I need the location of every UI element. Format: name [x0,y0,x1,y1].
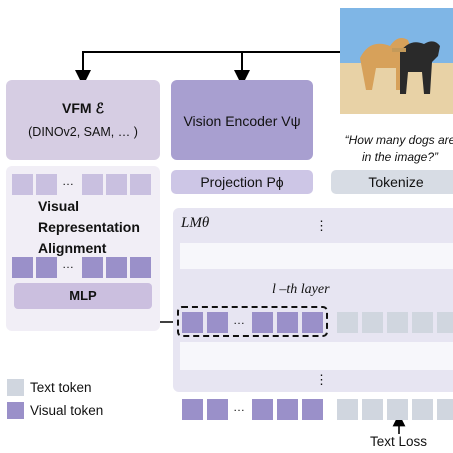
vision-encoder-label: Vision Encoder Vψ [183,113,301,129]
text-token [337,399,358,420]
layer-token-ellipsis: … [233,313,245,327]
text-token [437,312,453,333]
black-dog-shape [400,41,440,94]
legend-visual-token-label: Visual token [30,403,104,418]
visual-token [252,312,273,333]
vfm-box [6,80,160,160]
lm-layer-bar-upper [180,243,453,269]
vfm-token-ellipsis: … [62,174,74,188]
layer-visual-token-highlight [177,306,328,337]
visual-token [207,312,228,333]
vfm-subtitle: (DINOv2, SAM, … ) [28,125,138,139]
visual-token [82,257,103,278]
visual-token [302,312,323,333]
layer-label: l –th layer [272,282,330,297]
visual-token [277,399,298,420]
mlp-token-ellipsis: … [62,257,74,271]
text-token [362,399,383,420]
question-text: “How many dogs are in the image?” [344,133,453,164]
vision-encoder-box [171,80,313,160]
alignment-line-2: Representation [38,219,140,235]
visual-token [130,257,151,278]
lm-label: LMθ [181,215,210,231]
visual-token [12,174,33,195]
text-token [412,312,433,333]
legend-text-token-label: Text token [30,380,92,395]
text-token [412,399,433,420]
lm-layer-bar-lower [180,342,453,370]
text-token [387,312,408,333]
visual-token [82,174,103,195]
text-token [337,312,358,333]
visual-token [36,174,57,195]
lm-top-ellipsis: ⋮ [315,218,328,233]
visual-token [36,257,57,278]
visual-token [182,312,203,333]
text-token [437,399,453,420]
projection-box: Projection Pϕ [171,170,313,194]
vfm-title: VFM ℰ [62,100,104,116]
alignment-line-1: Visual [38,198,79,214]
visual-token [302,399,323,420]
mlp-box: MLP [14,283,152,309]
text-token [387,399,408,420]
legend-text-token-swatch [7,379,24,396]
visual-token [12,257,33,278]
text-token [362,312,383,333]
text-loss-label: Text Loss [370,434,428,449]
visual-token [182,399,203,420]
visual-token [106,257,127,278]
output-token-ellipsis: … [233,400,245,414]
visual-token [277,312,298,333]
image-to-models-arrow [75,51,340,86]
visual-token [106,174,127,195]
dogs-photo [340,8,453,114]
tokenize-box: Tokenize [331,170,453,194]
lm-bottom-ellipsis: ⋮ [315,372,328,387]
stick-shape [392,48,406,52]
legend-visual-token-swatch [7,402,24,419]
alignment-line-3: Alignment [38,240,107,256]
visual-token [130,174,151,195]
visual-token [207,399,228,420]
visual-token [252,399,273,420]
alignment-label: Visual Representation Alignment [38,196,140,259]
